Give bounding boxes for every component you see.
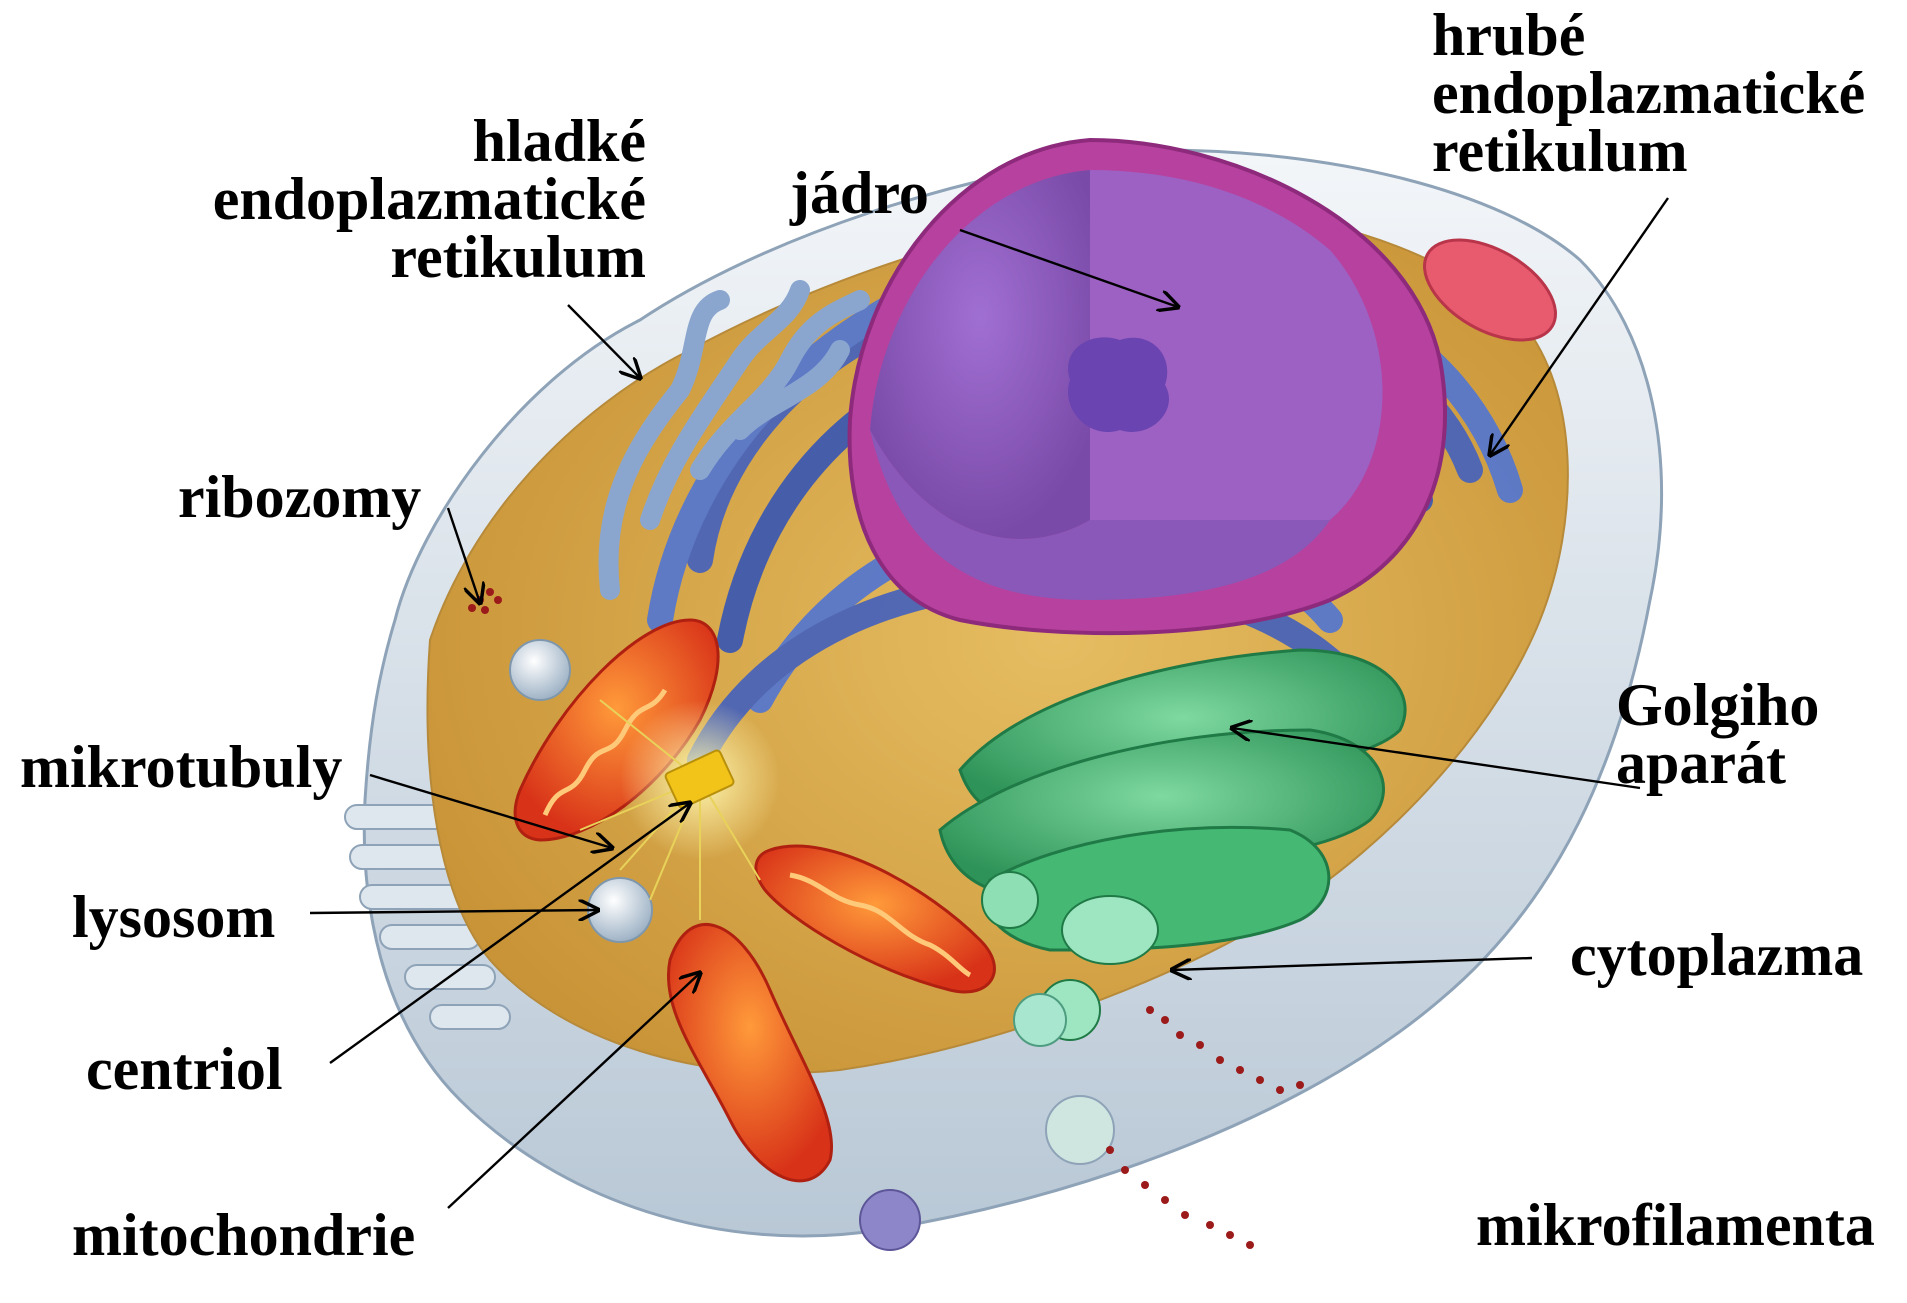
label-microfilaments: mikrofilamenta bbox=[1476, 1196, 1875, 1254]
label-mitochondria: mitochondrie bbox=[72, 1206, 415, 1264]
label-cytoplasm: cytoplazma bbox=[1570, 926, 1863, 984]
label-microtubules: mikrotubuly bbox=[20, 738, 342, 796]
label-nucleus: jádro bbox=[790, 164, 929, 222]
vesicle bbox=[860, 1190, 920, 1250]
vesicle bbox=[1014, 994, 1066, 1046]
vesicle bbox=[1046, 1096, 1114, 1164]
label-smooth-er: hladké endoplazmatické retikulum bbox=[150, 112, 646, 286]
label-centriole: centriol bbox=[86, 1040, 283, 1098]
nucleolus bbox=[1068, 337, 1169, 432]
label-rough-er: hrubé endoplazmatické retikulum bbox=[1432, 6, 1865, 180]
vesicle-left bbox=[510, 640, 570, 700]
label-golgi: Golgiho aparát bbox=[1616, 676, 1819, 792]
label-ribosomes: ribozomy bbox=[178, 468, 421, 526]
label-lysosome: lysosom bbox=[72, 888, 275, 946]
